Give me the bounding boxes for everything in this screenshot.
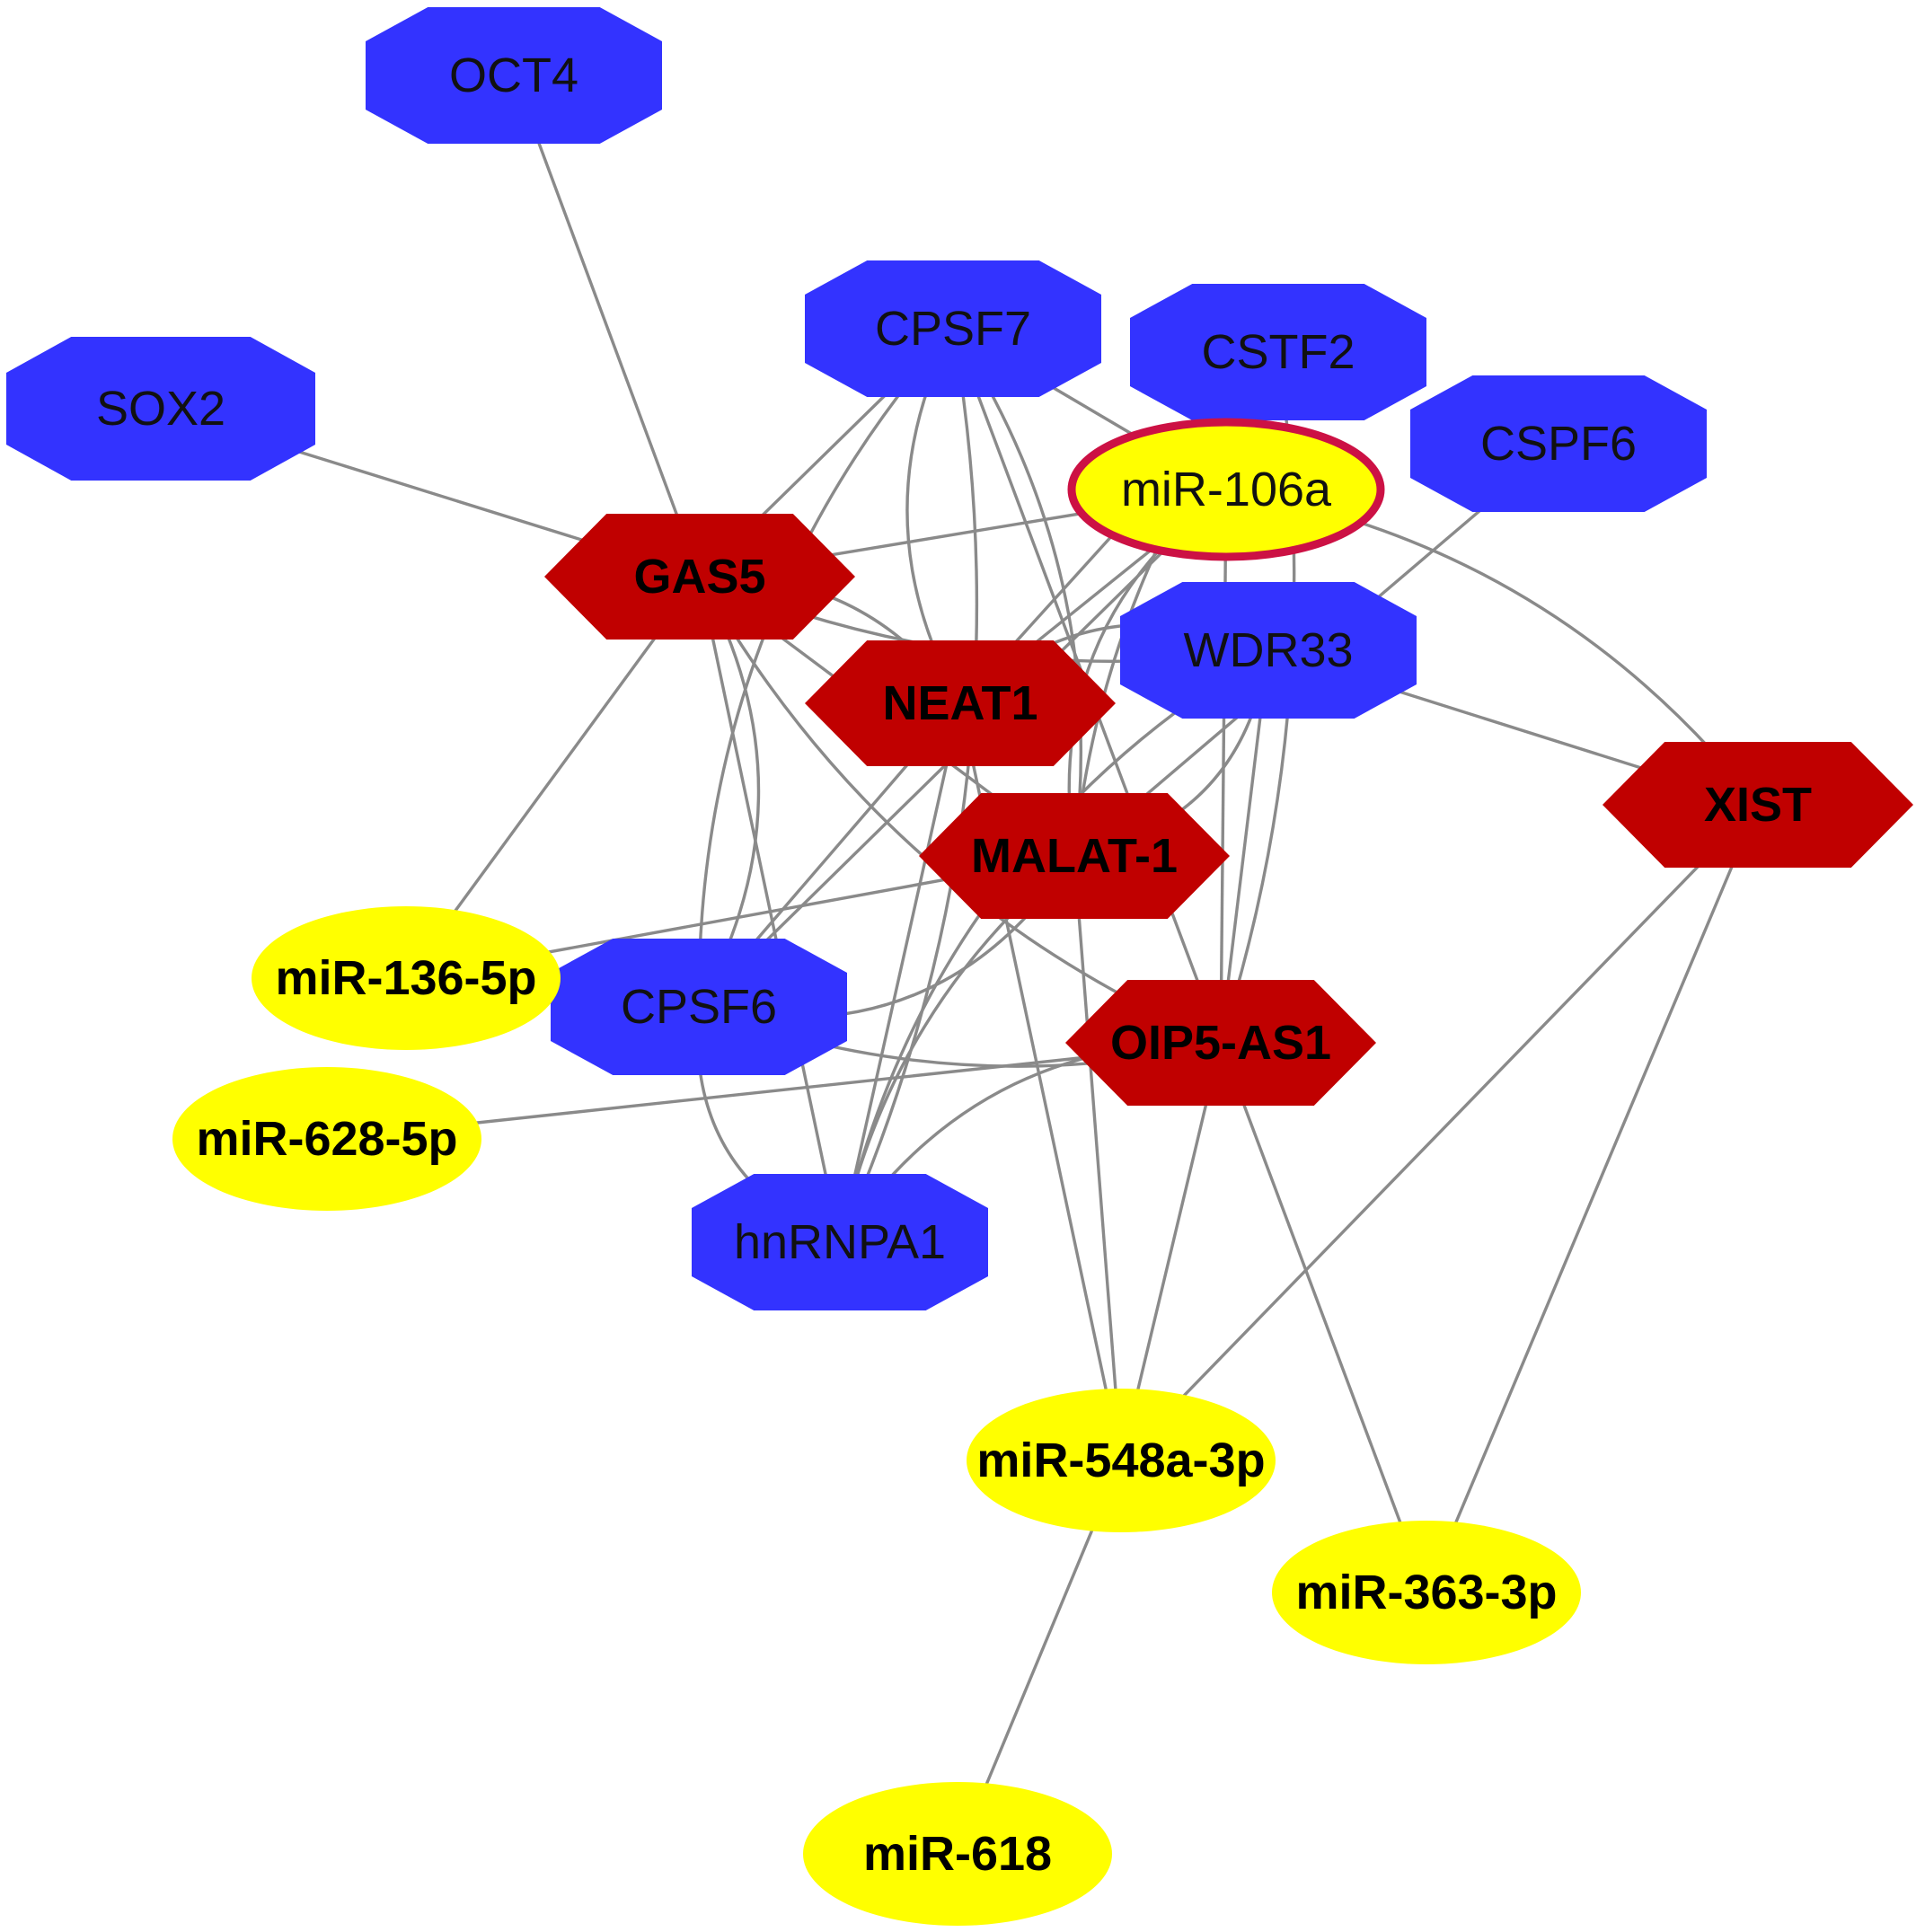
node-mir106a[interactable]: miR-106a: [1067, 418, 1385, 561]
lncrna-hexagon-icon: [544, 514, 855, 640]
node-cpsf6[interactable]: CPSF6: [551, 939, 847, 1075]
node-label-hnrnpa1: hnRNPA1: [734, 1215, 946, 1269]
edge-xist-mir363: [1425, 804, 1760, 1593]
protein-octagon-icon: [366, 7, 662, 144]
protein-octagon-icon: [551, 939, 847, 1075]
mirna-ellipse-icon: [1272, 1521, 1581, 1664]
edge-xist-mir548: [1119, 803, 1760, 1462]
edge-oct4-gas5: [512, 75, 702, 578]
protein-octagon-icon: [1130, 284, 1426, 420]
node-label-cspf6: CSPF6: [1480, 417, 1637, 471]
node-gas5[interactable]: GAS5: [544, 514, 855, 640]
node-label-mir628: miR-628-5p: [196, 1112, 457, 1166]
protein-octagon-icon: [805, 260, 1101, 397]
node-mir363[interactable]: miR-363-3p: [1272, 1521, 1581, 1664]
node-wdr33[interactable]: WDR33: [1120, 582, 1417, 719]
node-cspf6[interactable]: CSPF6: [1410, 375, 1707, 512]
node-label-mir363: miR-363-3p: [1295, 1566, 1557, 1619]
lncrna-hexagon-icon: [1603, 742, 1913, 868]
node-label-malat1: MALAT-1: [971, 829, 1178, 883]
mirna-ellipse-icon: [252, 906, 561, 1050]
edge-cpsf7-malat1: [951, 328, 1083, 857]
node-label-cstf2: CSTF2: [1201, 325, 1355, 379]
lncrna-hexagon-icon: [919, 793, 1230, 919]
node-label-mir548: miR-548a-3p: [976, 1434, 1265, 1487]
mirna-ellipse-icon: [803, 1782, 1112, 1926]
node-label-cpsf6: CPSF6: [621, 980, 777, 1034]
edge-cpsf7-cpsf6: [697, 327, 955, 1008]
mirna-ellipse-icon: [172, 1067, 481, 1211]
node-oip5as1[interactable]: OIP5-AS1: [1065, 980, 1376, 1106]
node-label-neat1: NEAT1: [882, 676, 1037, 730]
node-malat1[interactable]: MALAT-1: [919, 793, 1230, 919]
protein-octagon-icon: [6, 337, 315, 481]
node-label-oct4: OCT4: [449, 49, 578, 102]
node-neat1[interactable]: NEAT1: [805, 640, 1116, 766]
node-label-oip5as1: OIP5-AS1: [1110, 1016, 1331, 1070]
node-mir628[interactable]: miR-628-5p: [172, 1067, 481, 1211]
mirna-ellipse-icon: [1067, 418, 1385, 561]
node-xist[interactable]: XIST: [1603, 742, 1913, 868]
node-label-xist: XIST: [1704, 778, 1812, 832]
edge-malat1-mir548: [1073, 855, 1123, 1461]
protein-octagon-icon: [1410, 375, 1707, 512]
node-hnrnpa1[interactable]: hnRNPA1: [692, 1174, 988, 1310]
node-sox2[interactable]: SOX2: [6, 337, 315, 481]
node-label-gas5: GAS5: [633, 550, 765, 604]
edge-oip5as1-mir363: [1219, 1042, 1428, 1593]
edge-gas5-hnrnpa1: [698, 576, 842, 1243]
node-label-mir106a: miR-106a: [1121, 463, 1332, 516]
node-cpsf7[interactable]: CPSF7: [805, 260, 1101, 397]
edge-cpsf7-hnrnpa1: [838, 328, 979, 1243]
node-cstf2[interactable]: CSTF2: [1130, 284, 1426, 420]
protein-octagon-icon: [1120, 582, 1417, 719]
mirna-ellipse-icon: [967, 1389, 1276, 1532]
protein-octagon-icon: [692, 1174, 988, 1310]
node-label-mir136: miR-136-5p: [275, 951, 536, 1005]
node-label-cpsf7: CPSF7: [875, 302, 1031, 356]
edge-neat1-hnrnpa1: [838, 702, 962, 1243]
node-oct4[interactable]: OCT4: [366, 7, 662, 144]
lncrna-hexagon-icon: [805, 640, 1116, 766]
node-label-mir618: miR-618: [863, 1827, 1052, 1881]
node-mir136[interactable]: miR-136-5p: [252, 906, 561, 1050]
node-label-sox2: SOX2: [96, 382, 225, 436]
node-label-wdr33: WDR33: [1183, 623, 1353, 677]
node-mir548[interactable]: miR-548a-3p: [967, 1389, 1276, 1532]
lncrna-hexagon-icon: [1065, 980, 1376, 1106]
node-mir618[interactable]: miR-618: [803, 1782, 1112, 1926]
